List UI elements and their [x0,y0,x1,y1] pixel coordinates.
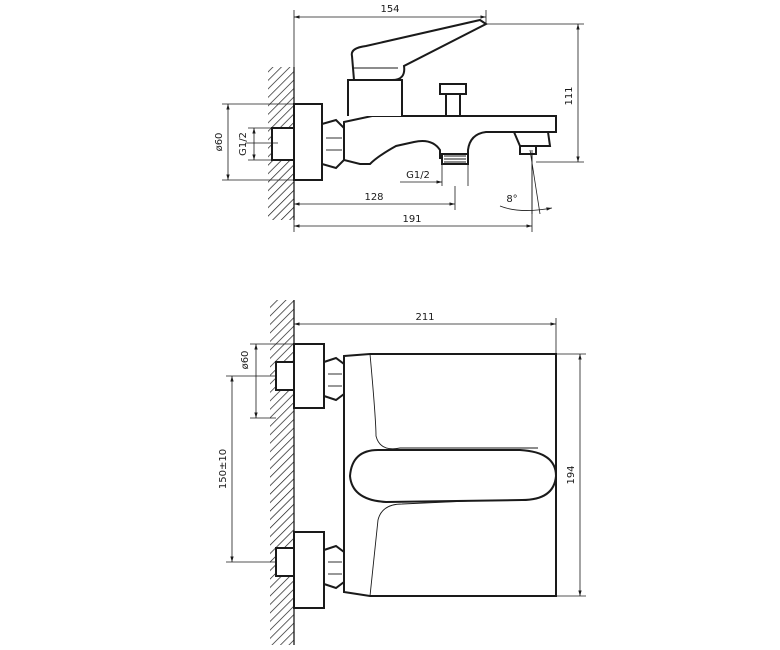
escutcheon-lower [293,531,325,609]
inlet-pipe-lower [275,547,295,577]
dim-194-label: 194 [566,465,577,484]
dim-g12-left-label: G1/2 [238,132,249,156]
connection-nut-lower [323,544,345,590]
dim-g12-bottom-label: G1/2 [406,170,430,181]
dim-60b-label: ø60 [240,351,251,370]
mixer-body-top [343,115,557,165]
lever-lower-curve [369,497,537,597]
dim-angle-label: 8° [506,194,517,205]
escutcheon-top [293,103,323,181]
top-view: 154 111 ø60 G1/2 G1/2 128 191 [214,4,584,232]
diverter-stem [445,91,461,117]
dim-111-label: 111 [564,86,575,105]
diverter-knob [439,83,467,95]
cartridge-housing [347,79,403,116]
dim-154-label: 154 [380,4,399,15]
angle-arc [499,205,553,211]
hose-outlet-thread-lines [444,155,466,163]
connection-nut-top [321,118,345,170]
aerator-top [519,145,537,155]
wall-hatch-bottom [270,300,294,645]
inlet-pipe-top [271,127,295,161]
dim-211-label: 211 [415,312,434,323]
dim-128-label: 128 [364,192,383,203]
escutcheon-upper [293,343,325,409]
lever-upper-curve [369,353,538,450]
dim-60-label: ø60 [214,133,225,152]
dim-191-label: 191 [402,214,421,225]
inlet-pipe-upper [275,361,295,391]
bottom-view: 211 194 ø60 150±10 [218,300,586,645]
angle-ref-tilted [529,149,541,215]
dim-150-label: 150±10 [218,449,229,489]
spout-end-top [512,131,552,147]
handle-oval-front [348,449,558,504]
lever-handle-top [350,18,488,81]
connection-nut-upper [323,356,345,402]
